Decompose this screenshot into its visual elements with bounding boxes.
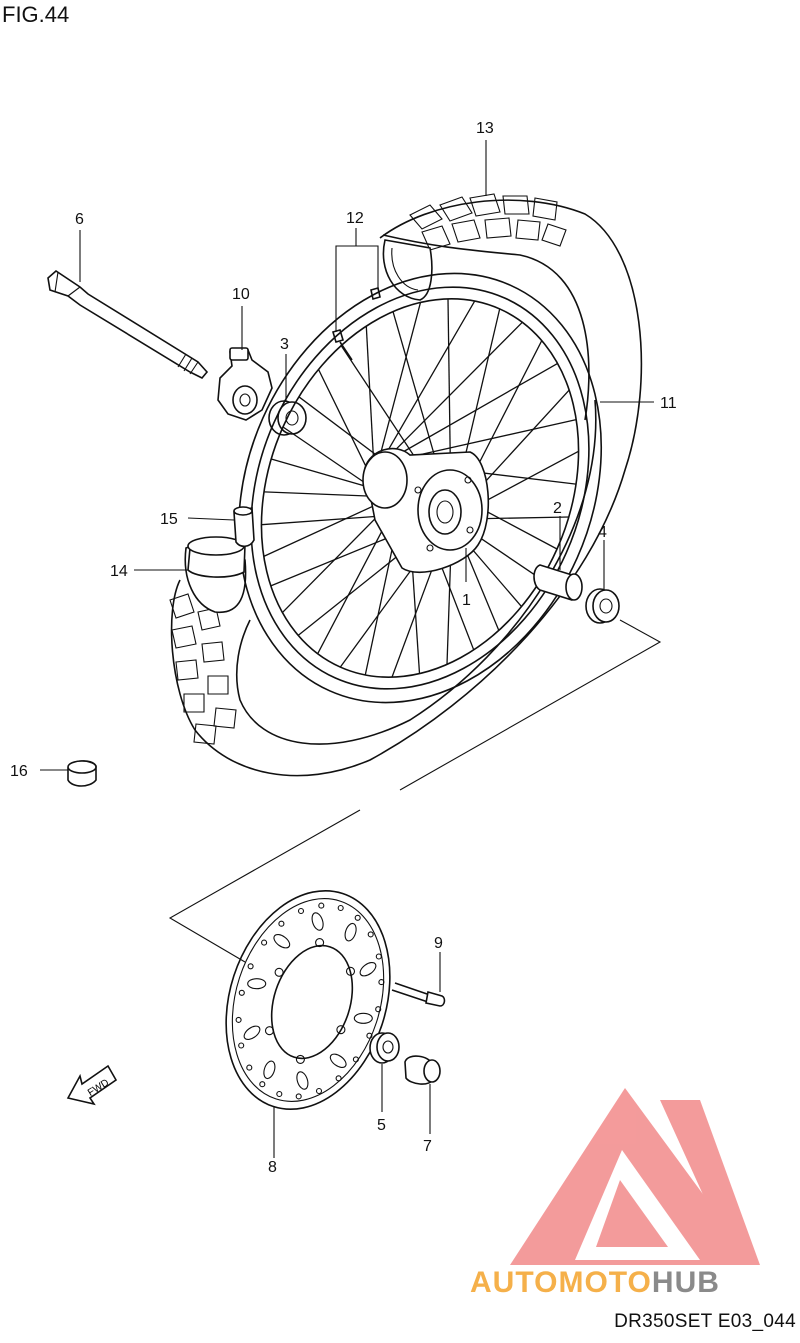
spoke [317,369,375,484]
leader-lines [40,140,654,1158]
callout-7: 7 [423,1138,432,1155]
callout-2: 2 [553,500,562,517]
callout-9: 9 [434,935,443,952]
spoke [398,418,577,461]
inner-tube [187,536,246,578]
spoke [281,501,393,614]
spoke [263,499,386,557]
oil-seal [585,588,620,624]
callout-14: 14 [110,563,128,580]
callout-1: 1 [462,592,471,609]
disc-slot [243,1025,261,1041]
disc-hole [366,1032,373,1039]
disc-hole [315,1087,323,1095]
front-axle [47,269,209,379]
washer [369,1032,400,1064]
disc-slot [353,1012,373,1024]
disc-bolt [391,982,446,1007]
watermark-text: AUTOMOTOHUB [470,1266,720,1299]
speedometer-gearbox [217,347,273,421]
disc-hole [295,1093,302,1100]
disc-slot [263,1060,276,1080]
disc-bolt-hole [315,938,325,948]
group-lines [168,619,662,963]
disc-slot [359,961,377,977]
callout-labels: 13 6 12 10 3 11 15 2 4 14 1 16 9 5 7 8 [10,120,677,1176]
rim-lock-cap [67,760,97,787]
disc-hole [238,1042,245,1049]
disc-hole [278,920,285,927]
callout-15: 15 [160,511,178,528]
disc-hole [235,1016,242,1023]
callout-4: 4 [598,524,607,541]
disc-hole [246,1064,253,1071]
callout-5: 5 [377,1117,386,1134]
axle-spacer [404,1055,441,1085]
callout-10: 10 [232,286,250,303]
disc-bolt-hole [336,1025,346,1035]
callout-11: 11 [660,395,677,412]
spoke [375,302,422,469]
spoke [365,326,376,476]
brake-disc [225,889,391,1111]
disc-slot [329,1053,347,1069]
callout-12: 12 [346,210,364,227]
disc-slot [247,978,267,990]
callout-3: 3 [280,336,289,353]
spoke [263,491,381,498]
watermark-logo [510,1088,760,1265]
figure-title: FIG.44 [2,2,70,27]
svg-text:AUTOMOTOHUB: AUTOMOTOHUB [470,1266,720,1299]
disc-hole [378,979,385,986]
disc-slot [344,922,357,942]
disc-hole [354,914,361,921]
spoke [385,321,523,460]
callout-16: 16 [10,763,28,780]
disc-hole [247,963,254,970]
disc-slot [311,912,324,931]
disc-hole [238,989,245,996]
spoke [282,426,377,492]
disc-hole [375,1006,382,1013]
callout-8: 8 [268,1159,277,1176]
watermark-part-a: AUTOMOTO [470,1266,652,1299]
disc-hole [276,1090,283,1098]
disc-slot [273,933,291,949]
disc-hole [337,904,344,912]
callout-13: 13 [476,120,494,137]
spoke [380,300,476,464]
disc-hole [352,1056,359,1063]
disc-slot [296,1071,309,1090]
disc-bolt-hole [274,967,284,977]
disc-bolt-hole [295,1054,305,1064]
figure-code: DR350SET E03_044 [614,1311,796,1332]
wheel-hub [362,447,490,573]
disc-hole [335,1075,342,1082]
callout-6: 6 [75,211,84,228]
disc-bolt-hole [345,966,356,976]
tire-valve [332,286,381,361]
disc-hole [259,1081,266,1088]
fwd-arrow-icon: FWD [66,1064,118,1106]
disc-hole [297,907,305,915]
hub-spacer [533,564,583,601]
watermark-part-b: HUB [652,1266,720,1299]
spoke [392,362,558,459]
disc-hole [375,953,382,960]
disc-hole [367,931,374,938]
disc-bolt-hole [264,1026,275,1036]
rim-band [233,506,255,548]
disc-hole [318,902,325,909]
disc-hole [261,939,268,946]
